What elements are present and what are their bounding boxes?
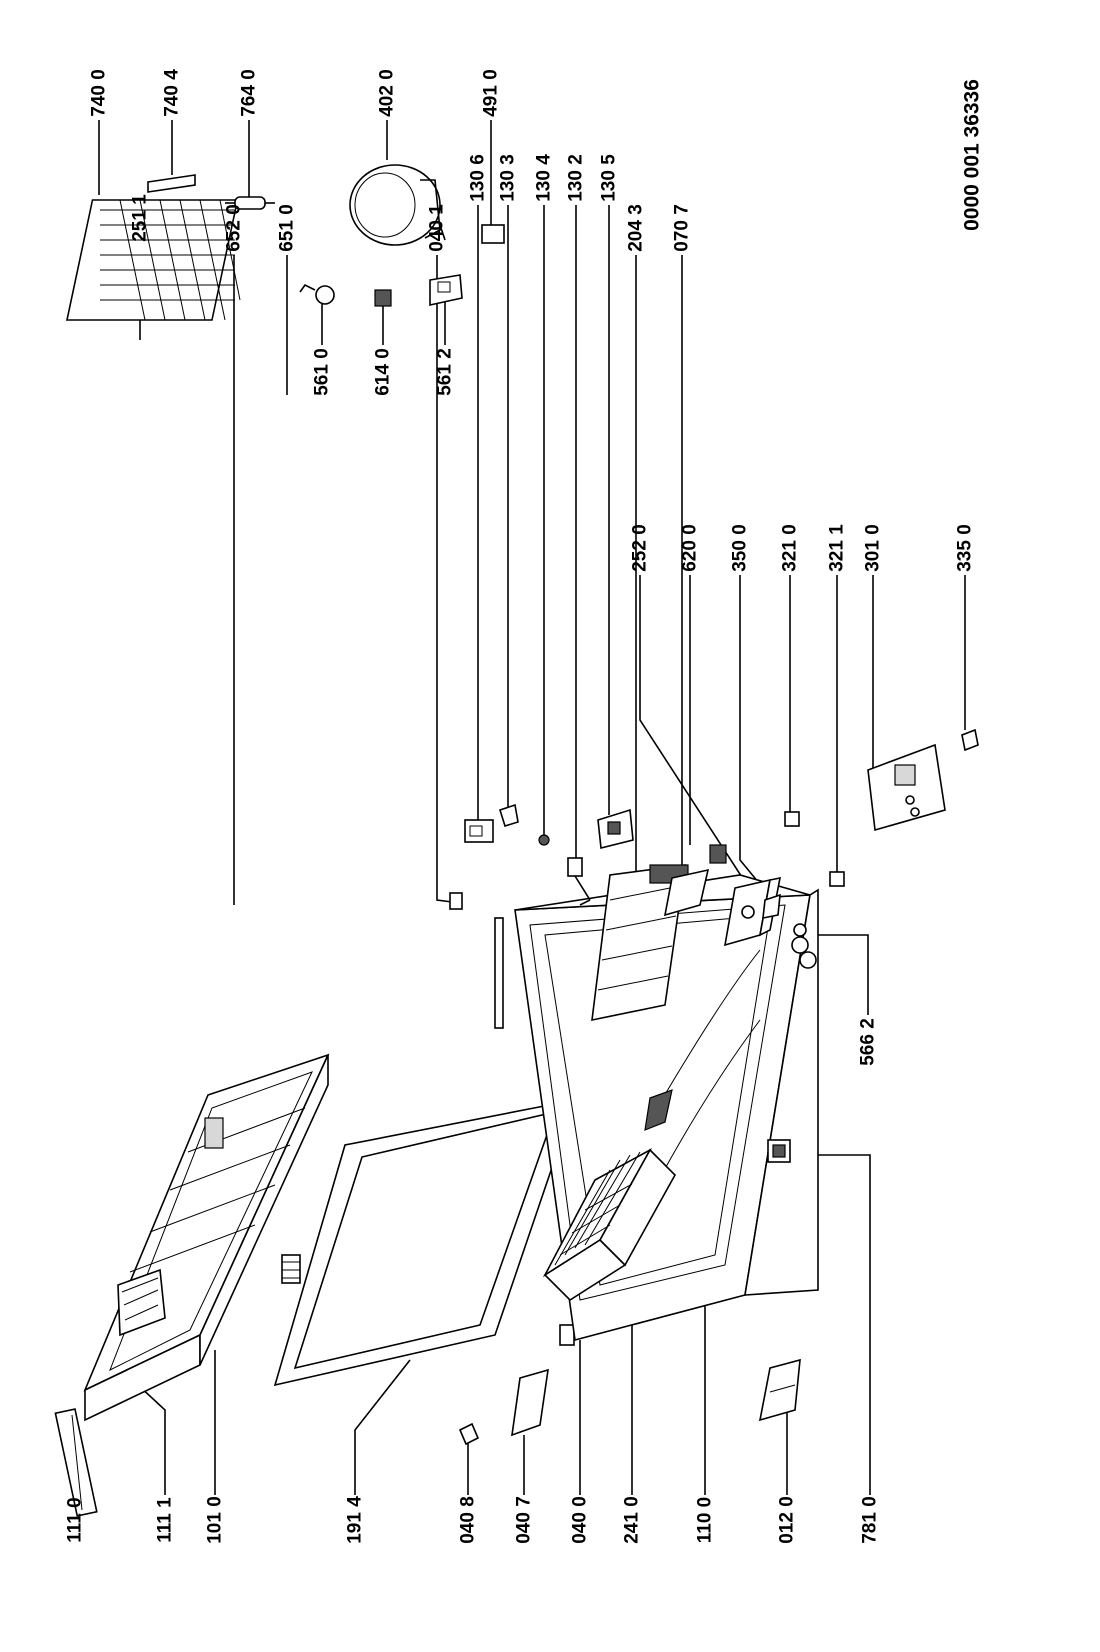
part-label: 740 0 [88, 69, 110, 117]
part-620-0 [709, 844, 727, 864]
leader-111-1 [137, 1384, 166, 1495]
leader-191-4 [354, 1359, 411, 1495]
part-label: 614 0 [372, 348, 394, 396]
part-130-4 [538, 834, 550, 846]
part-335-0 [961, 728, 979, 752]
hinge-040-7 [511, 1368, 549, 1437]
leader-040-1 [436, 255, 453, 903]
part-561-0 [299, 283, 335, 305]
part-label: 130 6 [467, 154, 489, 202]
part-label: 111 0 [64, 1497, 86, 1543]
part-label: 491 0 [480, 69, 502, 117]
part-label: 764 0 [238, 69, 260, 117]
part-label: 620 0 [679, 524, 701, 572]
part-label: 012 0 [776, 1496, 798, 1544]
part-label: 204 3 [625, 204, 647, 252]
hinge-040-8 [458, 1422, 480, 1446]
part-label: 566 2 [857, 1018, 879, 1066]
part-491-0 [481, 224, 505, 244]
part-130-6 [464, 819, 494, 843]
part-label: 402 0 [376, 69, 398, 117]
condenser-740-0 [66, 199, 241, 321]
hinge-040-1 [449, 892, 463, 910]
handle-111-0 [54, 1408, 98, 1517]
part-label: 781 0 [859, 1496, 881, 1544]
part-label: 111 1 [154, 1497, 176, 1543]
part-130-3 [499, 803, 519, 827]
bracket-012-0 [758, 1358, 801, 1422]
wire-basket-241-0 [542, 1147, 676, 1302]
document-id: 0000 001 36336 [960, 79, 984, 231]
part-label: 321 1 [826, 524, 848, 572]
leader-566-2 [812, 934, 869, 1015]
part-label: 040 0 [569, 1496, 591, 1544]
part-321-1 [829, 871, 845, 887]
part-321-0 [784, 811, 800, 827]
part-label: 110 0 [694, 1496, 716, 1544]
part-label: 191 4 [344, 1496, 366, 1544]
part-label: 101 0 [204, 1496, 226, 1544]
part-350-0 [762, 893, 781, 919]
part-label: 040 8 [457, 1496, 479, 1544]
basket-251-1 [117, 1268, 166, 1337]
part-label: 740 4 [161, 69, 183, 117]
part-label: 561 0 [311, 348, 333, 396]
part-label: 561 2 [434, 348, 456, 396]
part-614-0 [374, 289, 392, 307]
part-label: 070 7 [671, 204, 693, 252]
part-label: 651 0 [276, 204, 298, 252]
part-label: 252 0 [629, 524, 651, 572]
part-label: 130 5 [598, 154, 620, 202]
bracket-740-4 [147, 174, 196, 193]
part-label: 241 0 [621, 1496, 643, 1544]
part-label: 652 0 [223, 204, 245, 252]
part-label: 335 0 [954, 524, 976, 572]
part-label: 321 0 [779, 524, 801, 572]
part-130-5 [597, 808, 634, 849]
drier-764-0 [225, 196, 275, 210]
part-label: 301 0 [862, 524, 884, 572]
hinge-040-0 [559, 1324, 575, 1346]
gasket-191-4 [273, 1098, 577, 1387]
part-label: 040 7 [513, 1496, 535, 1544]
control-panel-301-0 [867, 743, 946, 832]
part-label: 251 1 [129, 194, 151, 242]
leader-350-0 [739, 575, 774, 901]
coil-566-2 [791, 923, 817, 969]
part-651-0 [281, 1254, 301, 1284]
compressor-402-0 [349, 164, 446, 246]
part-561-2 [429, 274, 463, 306]
part-label: 130 2 [565, 154, 587, 202]
part-label: 040 1 [426, 204, 448, 252]
part-label: 350 0 [729, 524, 751, 572]
part-label: 130 3 [497, 154, 519, 202]
part-130-2 [567, 857, 591, 906]
switch-110-0 [644, 1089, 673, 1131]
leader-252-0 [639, 575, 761, 906]
part-label: 130 4 [533, 154, 555, 202]
